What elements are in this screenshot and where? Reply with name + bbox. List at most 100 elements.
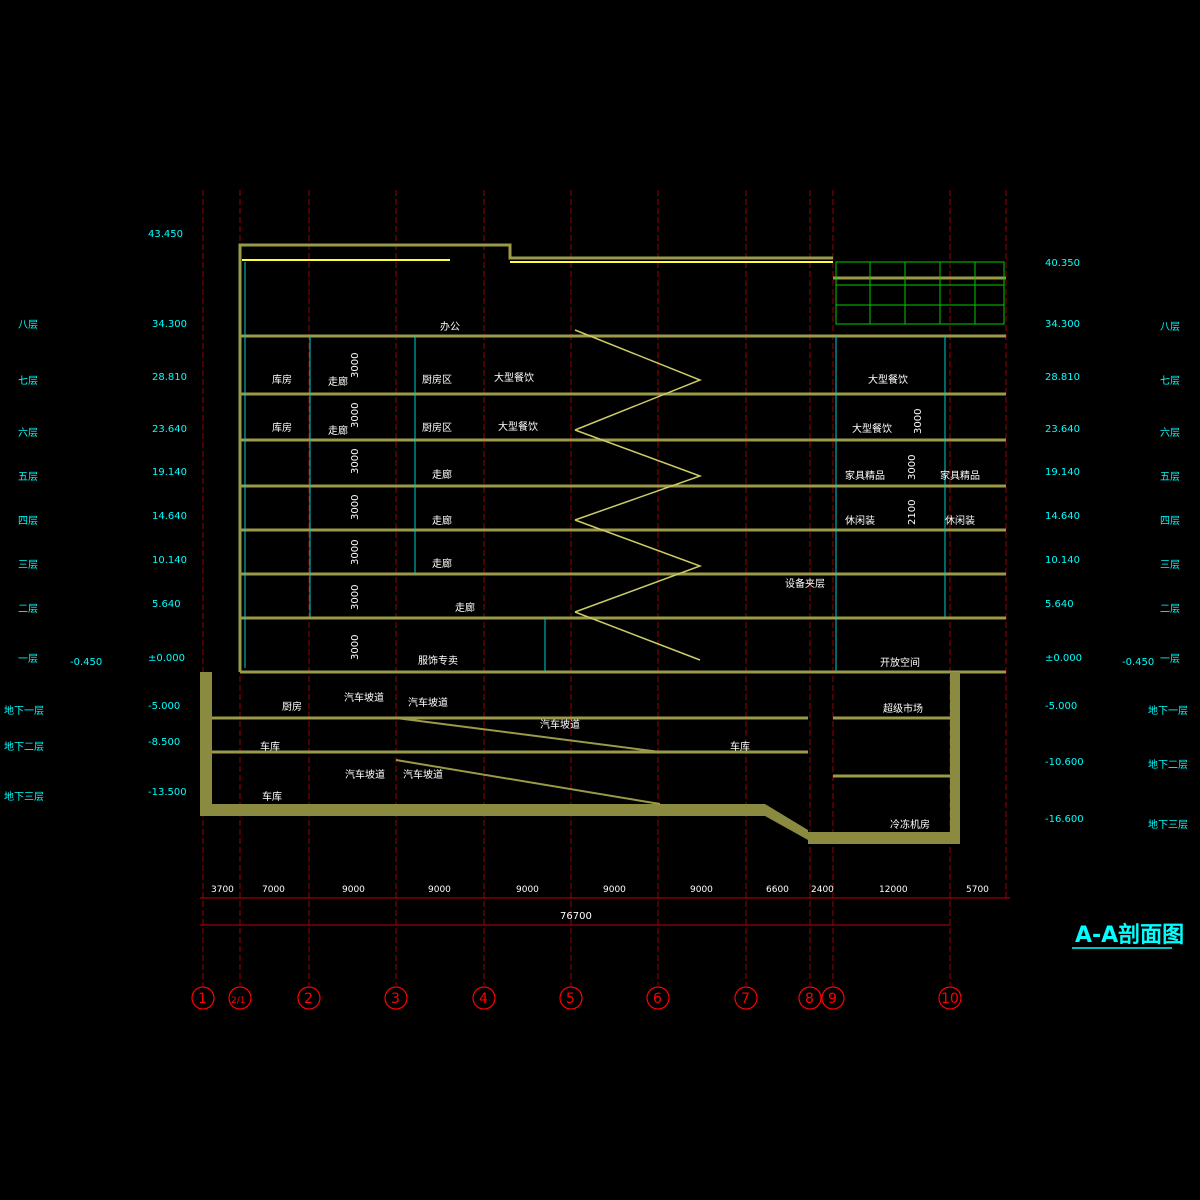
floor-label: 二层 (1160, 603, 1180, 615)
svg-text:8: 8 (805, 991, 814, 1007)
room-label: 厨房区 (422, 373, 452, 386)
room-label: 汽车坡道 (403, 768, 443, 781)
room-label: 冷冻机房 (890, 818, 930, 831)
room-label: 超级市场 (883, 702, 923, 715)
bay-dimension: 2400 (811, 885, 834, 895)
room-label: 汽车坡道 (345, 768, 385, 781)
bay-dimension: 9000 (516, 885, 539, 895)
elevation-mark: 28.810 (1045, 372, 1080, 383)
elevation-mark: 14.640 (152, 511, 187, 522)
room-label: 库房 (272, 373, 292, 386)
room-label: 厨房 (282, 700, 302, 713)
elevations-left: 43.450 34.300 28.810 23.640 19.140 14.64… (70, 229, 187, 798)
axis-bubble: 1 (191, 986, 215, 1010)
elevation-mark: -16.600 (1045, 814, 1084, 825)
height-marker: 2100 (907, 500, 918, 525)
basement-walls (200, 672, 960, 844)
room-label: 大型餐饮 (494, 371, 534, 384)
basement-slabs (212, 716, 950, 778)
svg-text:10: 10 (941, 991, 959, 1007)
elevation-mark: 5.640 (1045, 599, 1074, 610)
height-marker: 3000 (350, 635, 361, 660)
elevation-mark: ±0.000 (1045, 653, 1082, 664)
floor-label: 五层 (1160, 471, 1180, 483)
room-label: 服饰专卖 (418, 654, 458, 667)
elevation-mark: 14.640 (1045, 511, 1080, 522)
elevation-mark: 23.640 (152, 424, 187, 435)
floor-label: 地下一层 (1148, 704, 1188, 717)
room-label: 大型餐饮 (498, 420, 538, 433)
floor-label: 三层 (18, 559, 38, 571)
elevation-mark: -13.500 (148, 787, 187, 798)
car-ramps (395, 717, 661, 805)
room-label: 大型餐饮 (868, 373, 908, 386)
room-label: 走廊 (455, 601, 475, 614)
floor-labels-left: 八层 七层 六层 五层 四层 三层 二层 一层 地下一层 地下二层 地下三层 (4, 319, 44, 803)
bay-dimensions: 3700 7000 9000 9000 9000 9000 9000 6600 … (211, 885, 989, 895)
floor-label: 六层 (18, 427, 38, 439)
interior-partitions (244, 262, 946, 672)
elevation-mark: 40.350 (1045, 258, 1080, 269)
floor-labels-right: 八层 七层 六层 五层 四层 三层 二层 一层 地下一层 地下二层 地下三层 (1148, 321, 1188, 831)
room-label: 汽车坡道 (344, 691, 384, 704)
room-label: 设备夹层 (785, 577, 825, 590)
room-label: 走廊 (432, 514, 452, 527)
room-label: 汽车坡道 (540, 718, 580, 731)
room-label: 家具精品 (845, 469, 885, 482)
elevations-right: 40.350 34.300 28.810 23.640 19.140 14.64… (1045, 258, 1154, 825)
elevation-mark: -5.000 (1045, 701, 1077, 712)
height-marker: 3000 (350, 403, 361, 428)
svg-text:6: 6 (653, 991, 662, 1007)
bay-dimension: 12000 (879, 885, 908, 895)
elevation-mark: 34.300 (1045, 319, 1080, 330)
total-span: 76700 (560, 911, 592, 922)
height-marker: 3000 (913, 409, 924, 434)
svg-text:4: 4 (479, 991, 488, 1007)
grid-axis-lines (202, 190, 1007, 985)
floor-label: 地下二层 (1148, 758, 1188, 771)
axis-bubble: 2 (297, 986, 321, 1010)
floor-label: 七层 (1160, 375, 1180, 387)
height-markers: 3000 3000 3000 3000 3000 3000 3000 3000 … (350, 353, 924, 660)
room-label: 车库 (262, 790, 282, 803)
room-label: 休闲装 (845, 514, 875, 527)
room-label: 走廊 (328, 424, 348, 437)
axis-bubble: 7 (734, 986, 758, 1010)
elevation-mark: -5.000 (148, 701, 180, 712)
bay-dimension: 5700 (966, 885, 989, 895)
room-label: 走廊 (432, 468, 452, 481)
floor-label: 八层 (1160, 321, 1180, 333)
room-label: 休闲装 (945, 514, 975, 527)
room-label: 汽车坡道 (408, 696, 448, 709)
axis-bubble: 9 (821, 986, 845, 1010)
building-outline (238, 243, 1006, 674)
axis-bubble: 4 (472, 986, 496, 1010)
special-mark: -0.450 (1122, 657, 1154, 668)
svg-text:7: 7 (741, 991, 750, 1007)
svg-text:2/1: 2/1 (231, 996, 245, 1006)
bay-dimension: 7000 (262, 885, 285, 895)
svg-text:9: 9 (828, 991, 837, 1007)
elevation-mark: ±0.000 (148, 653, 185, 664)
axis-bubbles: 1 2/1 2 3 4 5 6 7 (191, 986, 962, 1010)
bay-dimension: 9000 (690, 885, 713, 895)
elevation-mark: -10.600 (1045, 757, 1084, 768)
escalators (574, 329, 703, 661)
floor-label: 八层 (18, 319, 38, 331)
special-mark: -0.450 (70, 657, 102, 668)
svg-text:3: 3 (391, 991, 400, 1007)
floor-label: 七层 (18, 375, 38, 387)
elevation-mark: -8.500 (148, 737, 180, 748)
room-label: 厨房区 (422, 421, 452, 434)
floor-slabs (240, 334, 1006, 620)
height-marker: 3000 (350, 585, 361, 610)
room-label: 大型餐饮 (852, 422, 892, 435)
elevation-mark: 19.140 (152, 467, 187, 478)
room-label: 办公 (440, 320, 460, 333)
room-label: 家具精品 (940, 469, 980, 482)
svg-text:5: 5 (566, 991, 575, 1007)
axis-bubble: 6 (646, 986, 670, 1010)
bay-dimension: 9000 (428, 885, 451, 895)
roof-glazing (835, 261, 1005, 325)
